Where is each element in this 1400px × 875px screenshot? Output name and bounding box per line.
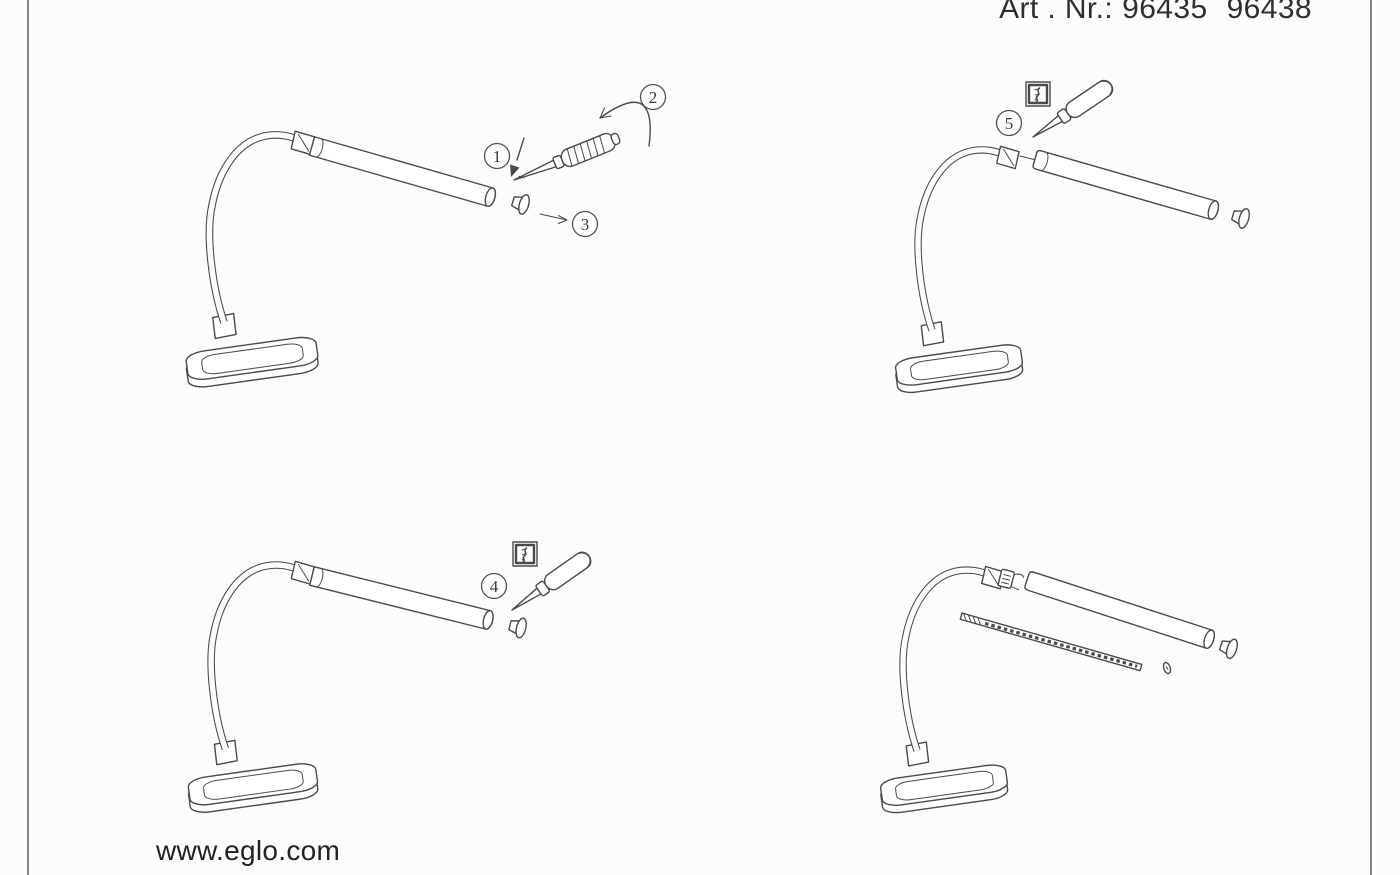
step-number: 4 xyxy=(490,577,499,596)
panel-step-1-2-3: 1 2 3 xyxy=(140,60,700,440)
end-cap xyxy=(1217,635,1241,661)
step-number: 2 xyxy=(649,88,658,107)
arrow-step-3 xyxy=(540,214,567,224)
lamp-body xyxy=(187,561,319,814)
website-url: www.eglo.com xyxy=(156,835,341,866)
end-cap xyxy=(506,614,529,640)
arrow-step-1 xyxy=(510,138,524,177)
screwdriver-required-icon xyxy=(511,540,539,568)
step-badge-3: 3 xyxy=(573,212,598,237)
article-number-label: Art . Nr.: xyxy=(999,0,1114,25)
step-number: 5 xyxy=(1005,114,1014,133)
screwdriver-icon xyxy=(509,128,623,190)
step-badge-4: 4 xyxy=(482,574,507,599)
lamp-head-tube xyxy=(1032,150,1220,221)
page-right-rule xyxy=(1370,0,1372,875)
step-badge-5: 5 xyxy=(997,111,1022,136)
rotate-arrow-step-2 xyxy=(600,102,650,146)
step-badge-2: 2 xyxy=(641,85,666,110)
screwdriver-required-icon xyxy=(1024,80,1052,108)
panel-step-4: 4 xyxy=(140,540,595,850)
neck-connector xyxy=(998,569,1024,591)
step-badge-1: 1 xyxy=(485,144,510,169)
washer-part xyxy=(1162,662,1172,675)
lamp-head-tube xyxy=(309,137,497,208)
panel-step-5: 5 xyxy=(840,76,1252,440)
lamp-head-tube xyxy=(310,567,495,630)
article-number-1: 96435 xyxy=(1122,0,1208,25)
lamp-head-tube xyxy=(1024,571,1216,650)
article-number-line: Art . Nr.: 96435 96438 xyxy=(999,0,1312,26)
panel-exploded-view xyxy=(820,540,1241,840)
page-left-rule xyxy=(27,0,29,875)
step-number: 3 xyxy=(581,215,590,234)
lamp-body xyxy=(185,131,319,389)
lamp-body xyxy=(880,567,1009,815)
step-number: 1 xyxy=(493,147,502,166)
led-strip xyxy=(960,613,1142,671)
article-number-2: 96438 xyxy=(1226,0,1312,25)
lamp-body xyxy=(895,146,1024,394)
end-cap xyxy=(1229,204,1252,231)
end-cap xyxy=(509,190,532,217)
